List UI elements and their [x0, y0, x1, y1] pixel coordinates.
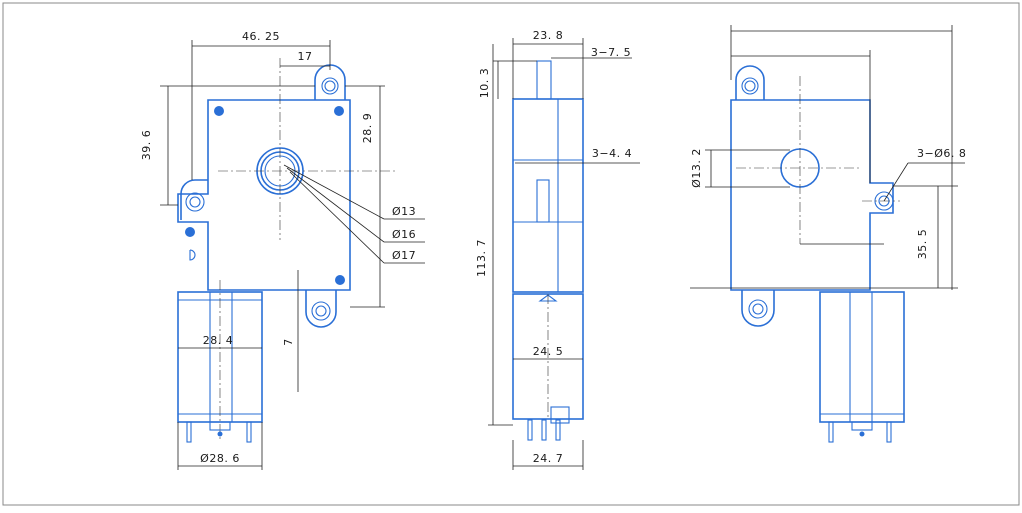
dim-side-motor-width: 24. 5	[533, 345, 564, 358]
rear-ear-bottom	[741, 290, 775, 327]
side-view: 23. 8 3−7. 5 10. 3 113. 7 3−4. 4 24. 5 2…	[475, 29, 640, 470]
dim-motor-dia: Ø28. 6	[200, 452, 240, 465]
mount-hole-left	[185, 192, 205, 212]
dim-offset-7: 7	[282, 338, 295, 346]
rear-ear-top	[735, 65, 765, 100]
screw-icon	[334, 106, 344, 116]
side-gearbox	[512, 98, 584, 293]
front-ear-top	[314, 64, 346, 100]
dim-rear-holes: 3−Ø6. 8	[917, 147, 966, 160]
front-ear-bottom	[305, 290, 337, 328]
dim-shaft-dia: 3−4. 4	[592, 147, 632, 160]
drawing-border	[2, 2, 1020, 506]
callout-d17: Ø17	[392, 249, 416, 262]
dim-motor-width: 28. 4	[203, 334, 234, 347]
rear-view: Ø13. 2 3−Ø6. 8 35. 5	[690, 25, 966, 443]
rear-plate	[730, 99, 894, 291]
dim-rear-height: 35. 5	[916, 229, 929, 260]
d-mark	[189, 249, 196, 261]
dim-width-total: 46. 25	[242, 30, 280, 43]
mount-hole-top	[321, 77, 339, 95]
dim-side-base-width: 24. 7	[533, 452, 564, 465]
dim-rear-hole: Ø13. 2	[690, 148, 703, 188]
side-shaft	[536, 60, 552, 100]
dim-height-39-6: 39. 6	[140, 130, 153, 161]
screw-icon	[335, 275, 345, 285]
screw-icon	[185, 227, 195, 237]
callout-d16: Ø16	[392, 228, 416, 241]
dim-side-height: 113. 7	[475, 239, 488, 277]
dim-height-28-9: 28. 9	[361, 113, 374, 144]
front-view: 46. 25 17 39. 6 28. 9 7 28. 4 Ø28. 6 Ø13…	[140, 30, 425, 470]
dim-offset-17: 17	[298, 50, 313, 63]
mount-hole-bottom	[311, 301, 331, 321]
callout-d13: Ø13	[392, 205, 416, 218]
dim-side-width: 23. 8	[533, 29, 564, 42]
dim-shaft-len: 10. 3	[478, 68, 491, 99]
dim-shaft-3-7-5: 3−7. 5	[591, 46, 631, 59]
screw-icon	[214, 106, 224, 116]
rear-motor	[819, 291, 905, 423]
front-ear-left	[180, 179, 208, 220]
front-plate	[177, 99, 351, 291]
